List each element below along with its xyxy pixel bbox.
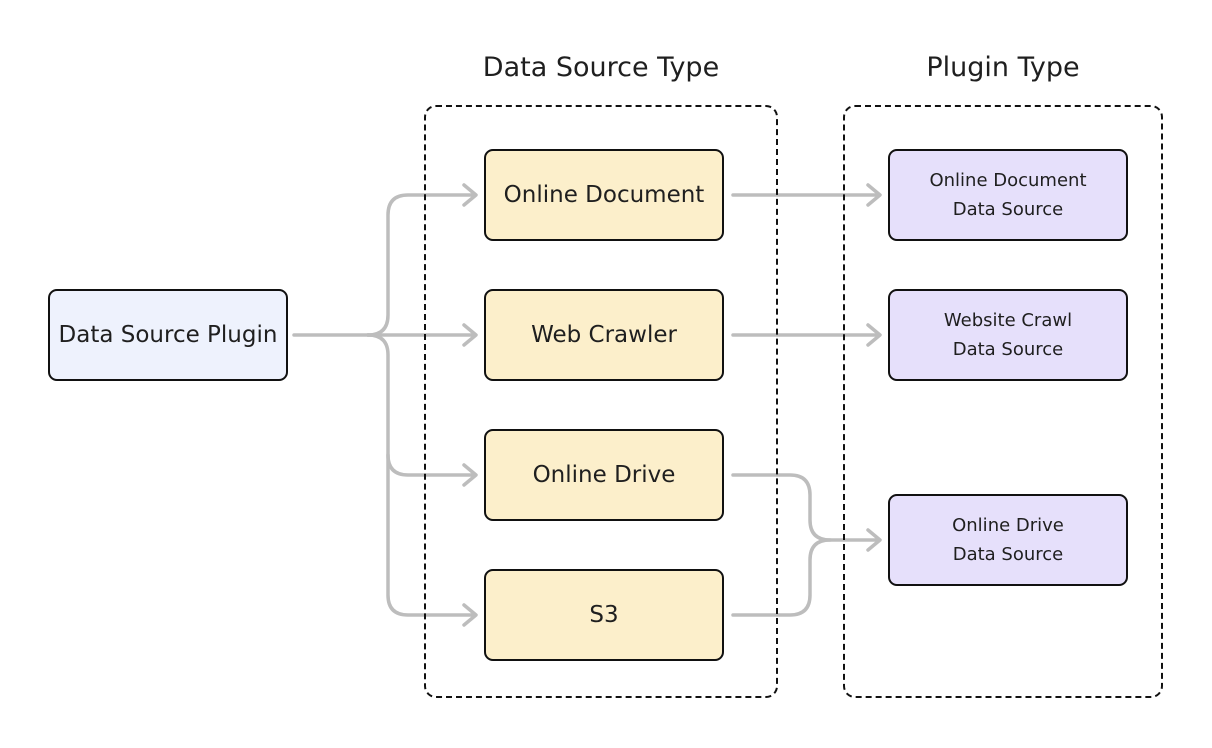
web-crawler-node: Web Crawler <box>484 289 724 381</box>
data-source-type-title: Data Source Type <box>482 52 720 83</box>
arrowhead-s3 <box>462 603 478 627</box>
connector-root-to-online-document <box>366 193 476 337</box>
arrowhead-online-document-plugin <box>866 183 882 207</box>
online-document-node: Online Document <box>484 149 724 241</box>
website-crawl-data-source-node: Website Crawl Data Source <box>888 289 1128 381</box>
connector-s3-to-plugin <box>731 538 832 617</box>
online-drive-node: Online Drive <box>484 429 724 521</box>
arrowhead-online-drive <box>462 463 478 487</box>
s3-node: S3 <box>484 569 724 661</box>
arrowhead-web-crawler-plugin <box>866 323 882 347</box>
connector-online-drive-to-plugin <box>731 473 880 542</box>
online-document-data-source-node: Online Document Data Source <box>888 149 1128 241</box>
connector-root-to-s3 <box>386 453 476 617</box>
arrowhead-online-drive-plugin <box>866 528 882 552</box>
online-drive-data-source-node: Online Drive Data Source <box>888 494 1128 586</box>
arrowhead-online-document <box>462 183 478 207</box>
plugin-type-title: Plugin Type <box>926 52 1080 83</box>
data-source-plugin-node: Data Source Plugin <box>48 289 288 381</box>
data-source-type-group <box>424 105 778 698</box>
arrowhead-web-crawler <box>462 323 478 347</box>
plugin-type-group <box>843 105 1163 698</box>
